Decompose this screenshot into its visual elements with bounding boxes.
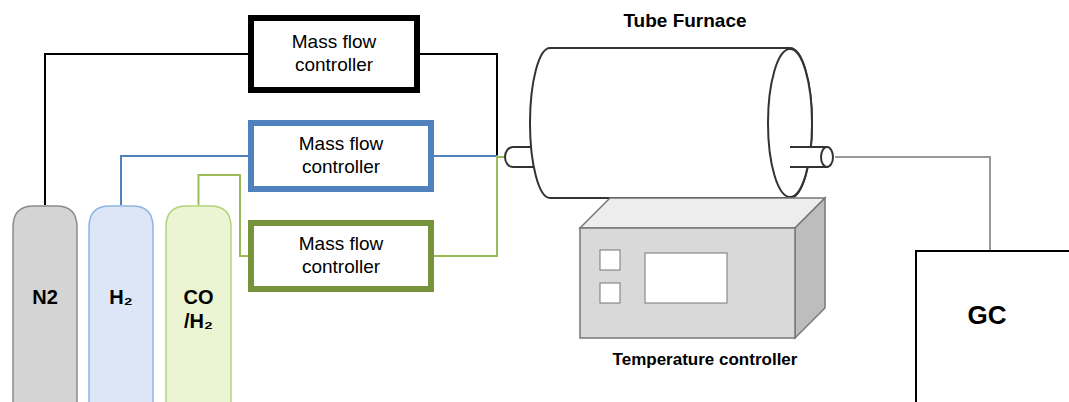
node-label: H₂ [96,285,146,309]
box-label: Mass flow controller [271,233,411,279]
tube-furnace: Tube Furnace [505,8,835,198]
gas-chromatograph: GC [915,250,1069,402]
node-label: N2 [20,285,70,309]
gas-line [835,157,990,250]
controller-side [795,198,825,338]
furnace-end [768,49,812,197]
gas-cylinder: N2 [12,205,78,402]
furnace-outline [505,8,835,198]
box-label: Mass flow controller [271,133,411,179]
mass-flow-controller: Mass flow controller [248,120,434,192]
controller-button [600,283,620,303]
controller-top [580,198,825,228]
gas-cylinder: CO /H₂ [165,205,232,402]
gas-cylinder: H₂ [88,205,154,402]
controller-front [580,228,795,338]
node-label: Temperature controller [580,350,830,370]
gas-line [45,54,248,205]
node-label: CO /H₂ [174,285,224,333]
cylinder-body [166,206,231,402]
controller-display [645,253,727,303]
cylinder-body [89,206,153,402]
node-label: Tube Furnace [550,10,820,33]
furnace-body [530,48,812,198]
gas-line [434,156,505,157]
node-label: GC [917,300,1057,331]
gas-line [121,156,248,205]
box-label: Mass flow controller [264,31,404,77]
cylinder-body [13,206,77,402]
controller-button [600,250,620,270]
mass-flow-controller: Mass flow controller [248,220,434,292]
temperature-controller: Temperature controller [580,198,830,383]
gas-line [434,157,505,256]
mass-flow-controller: Mass flow controller [248,15,420,93]
outlet-tube-end [821,147,833,167]
